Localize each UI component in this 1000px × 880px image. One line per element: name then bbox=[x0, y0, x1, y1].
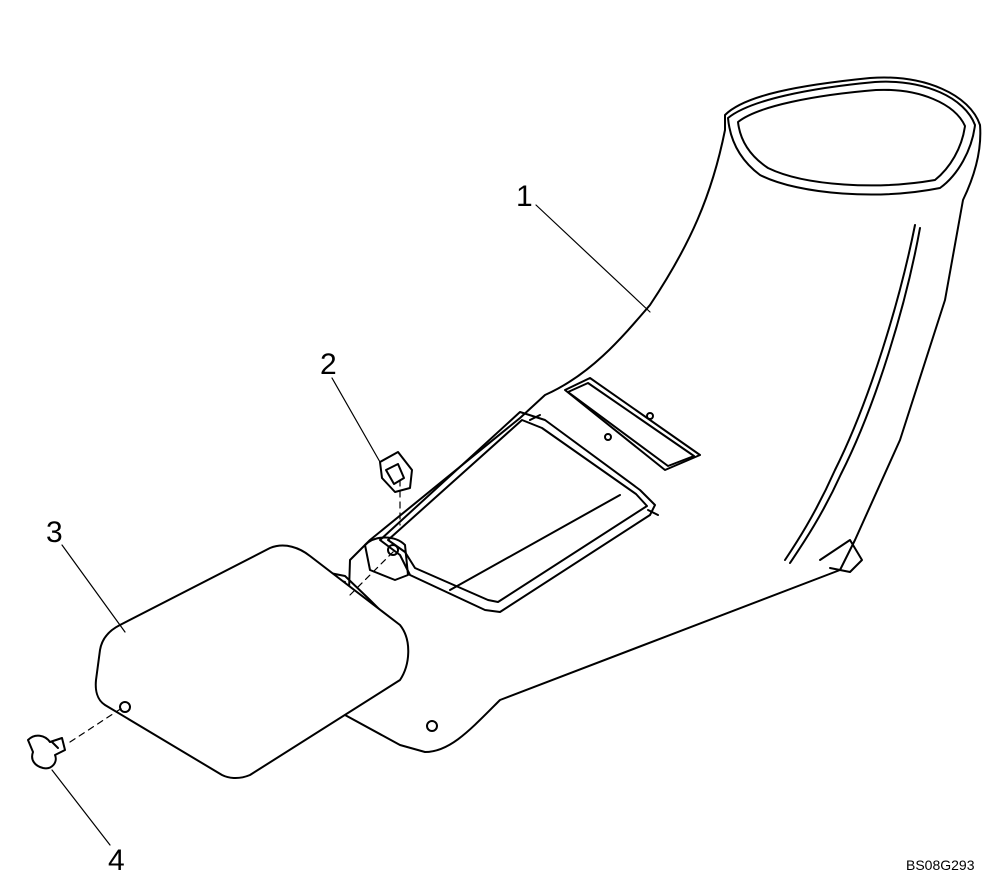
reference-code: BS08G293 bbox=[906, 857, 975, 873]
clip-nut bbox=[379, 451, 413, 493]
callout-2: 2 bbox=[320, 348, 337, 381]
cover-panel bbox=[94, 544, 410, 779]
callout-4: 4 bbox=[108, 844, 125, 877]
console-body bbox=[324, 76, 982, 753]
leader-lines bbox=[51, 204, 651, 846]
callout-1: 1 bbox=[516, 180, 533, 213]
fastener bbox=[27, 734, 66, 770]
callout-3: 3 bbox=[46, 516, 63, 549]
